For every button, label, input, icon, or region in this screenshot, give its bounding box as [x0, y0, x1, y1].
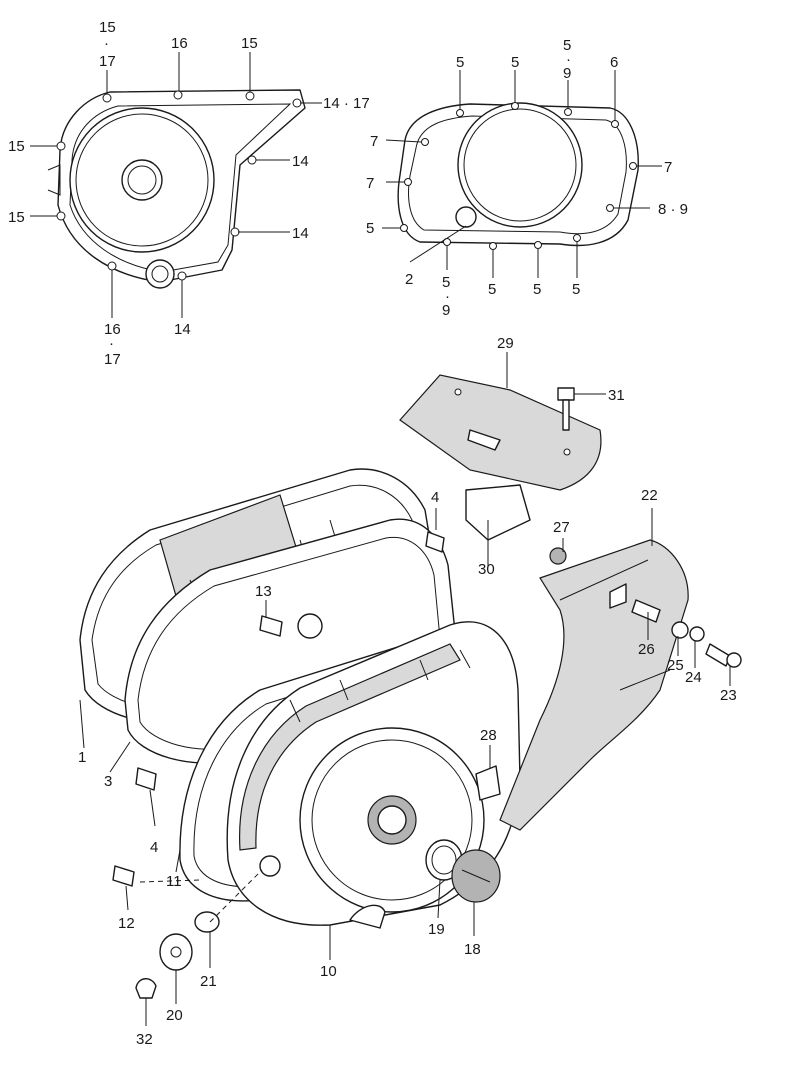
callout-15: 15 — [99, 19, 116, 36]
callout-17: 17 — [104, 351, 121, 368]
callout-18: 18 — [464, 941, 481, 958]
callout-5: 5 — [366, 220, 374, 237]
callout-9: 9 — [563, 65, 571, 82]
callout-21: 21 — [200, 973, 217, 990]
callout-25: 25 — [667, 657, 684, 674]
callout-8-9: 8 · 9 — [658, 201, 688, 218]
callout-3: 3 — [104, 773, 112, 790]
callout-14: 14 — [292, 225, 309, 242]
callout-5: 5 — [456, 54, 464, 71]
callout-11: 11 — [166, 873, 182, 890]
callout-5: 5 — [563, 37, 571, 54]
callout-15: 15 — [8, 209, 25, 226]
callout-14: 14 — [174, 321, 191, 338]
callout-17: 17 — [99, 53, 116, 70]
callout-16: 16 — [104, 321, 121, 338]
callout-26: 26 — [638, 641, 655, 658]
callout-labels: 15 · 17 16 15 14 · 17 15 14 15 14 16 · 1… — [8, 19, 737, 1048]
callout-5: 5 — [572, 281, 580, 298]
callout-12: 12 — [118, 915, 135, 932]
callout-31: 31 — [608, 387, 625, 404]
callout-16: 16 — [171, 35, 188, 52]
callout-28: 28 — [480, 727, 497, 744]
callout-dot: · — [566, 51, 571, 68]
callout-19: 19 — [428, 921, 445, 938]
generator-cover-detail — [30, 52, 322, 318]
main-leaders — [79, 352, 731, 1026]
callout-dot: · — [104, 35, 109, 52]
callout-5: 5 — [511, 54, 519, 71]
callout-15: 15 — [8, 138, 25, 155]
callout-4: 4 — [150, 839, 158, 856]
callout-dot: · — [109, 335, 114, 352]
clutch-cover-10 — [226, 621, 521, 929]
callout-dot: · — [445, 288, 450, 305]
callout-29: 29 — [497, 335, 514, 352]
callout-7: 7 — [366, 175, 374, 192]
callout-23: 23 — [720, 687, 737, 704]
callout-27: 27 — [553, 519, 570, 536]
callout-7: 7 — [664, 159, 672, 176]
small-parts — [112, 387, 742, 999]
callout-13: 13 — [255, 583, 272, 600]
callout-14: 14 — [292, 153, 309, 170]
callout-5: 5 — [533, 281, 541, 298]
outer-cover-22 — [499, 539, 689, 831]
callout-20: 20 — [166, 1007, 183, 1024]
callout-14-17: 14 · 17 — [323, 95, 370, 112]
top-cover-29 — [399, 374, 602, 541]
callout-32: 32 — [136, 1031, 153, 1048]
callout-22: 22 — [641, 487, 658, 504]
callout-10: 10 — [320, 963, 337, 980]
callout-5: 5 — [442, 274, 450, 291]
callout-4: 4 — [431, 489, 439, 506]
callout-24: 24 — [685, 669, 702, 686]
callout-5: 5 — [488, 281, 496, 298]
callout-15: 15 — [241, 35, 258, 52]
callout-30: 30 — [478, 561, 495, 578]
callout-7: 7 — [370, 133, 378, 150]
callout-2: 2 — [405, 271, 413, 288]
callout-6: 6 — [610, 54, 618, 71]
callout-9: 9 — [442, 302, 450, 319]
clutch-cover-detail — [382, 70, 662, 278]
callout-1: 1 — [78, 749, 86, 766]
